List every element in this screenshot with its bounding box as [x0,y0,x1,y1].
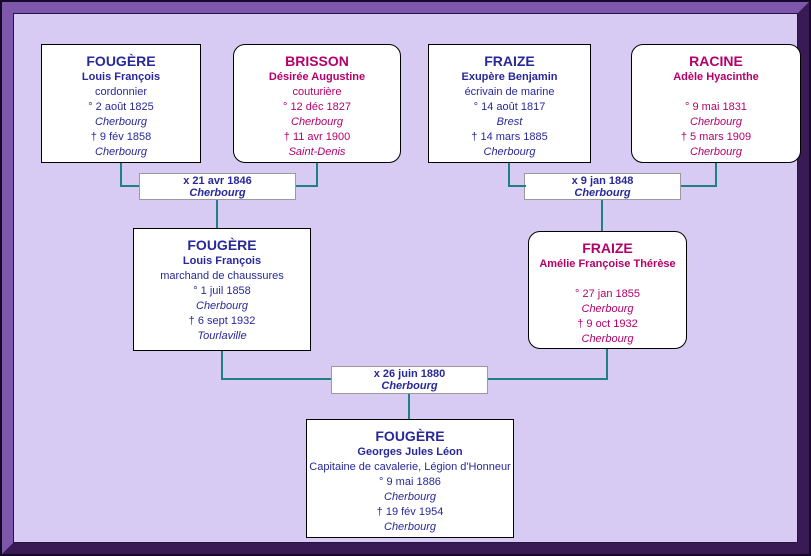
person-death-date: † 6 sept 1932 [188,315,256,327]
person-surname: FOUGÈRE [187,237,257,253]
connector-line [408,394,410,419]
marriage-date: x 21 avr 1846 [183,175,252,187]
person-surname: FRAIZE [484,53,535,69]
connector-line [221,378,331,380]
person-birth-place: Cherbourg [196,300,248,312]
connector-line [120,185,139,187]
person-death-date: † 9 oct 1932 [577,318,638,330]
person-given-names: Louis François [81,71,161,83]
person-occupation [632,85,800,100]
person-surname: BRISSON [285,53,349,69]
connector-line [508,163,510,187]
person-given-names: Exupère Benjamin [461,71,558,83]
person-death-place: Cherbourg [581,333,634,345]
connector-line [488,378,608,380]
person-birth-place: Cherbourg [690,116,742,128]
person-birth-place: Cherbourg [581,303,634,315]
person-occupation: écrivain de marine [464,86,555,98]
connector-line [508,185,526,187]
person-death-place: Saint-Denis [288,146,346,158]
person-death-date: † 11 avr 1900 [283,131,351,143]
person-box-fraize-amelie-francoise-therese[interactable]: FRAIZE Amélie Françoise Thérèse ° 27 jan… [528,231,687,349]
person-death-date: † 5 mars 1909 [680,131,752,143]
marriage-box-1846[interactable]: x 21 avr 1846 Cherbourg [139,173,296,200]
person-death-place: Cherbourg [384,521,436,533]
marriage-box-1848[interactable]: x 9 jan 1848 Cherbourg [524,173,681,200]
person-box-brisson-desiree-augustine[interactable]: BRISSON Désirée Augustine couturière ° 1… [233,44,401,163]
person-birth-date: ° 27 jan 1855 [575,288,640,300]
person-surname: FRAIZE [582,240,633,256]
person-birth-date: ° 9 mai 1831 [685,101,747,113]
person-birth-place: Cherbourg [291,116,343,128]
person-death-date: † 14 mars 1885 [471,131,548,143]
person-death-place: Cherbourg [483,146,536,158]
person-box-fougere-georges-jules-leon[interactable]: FOUGÈRE Georges Jules Léon Capitaine de … [306,419,514,538]
connector-line [216,200,218,228]
person-surname: FOUGÈRE [86,53,156,69]
marriage-box-1880[interactable]: x 26 juin 1880 Cherbourg [331,366,488,394]
connector-line [316,163,318,187]
person-given-names: Louis François [182,255,262,267]
marriage-place: Cherbourg [381,380,438,392]
person-birth-place: Brest [496,116,523,128]
person-death-place: Cherbourg [690,146,742,158]
person-birth-place: Cherbourg [95,116,147,128]
person-surname: FOUGÈRE [375,428,445,444]
connector-line [296,185,318,187]
person-occupation [529,272,686,287]
person-occupation: Capitaine de cavalerie, Légion d'Honneur [309,461,511,473]
connector-line [715,163,717,187]
marriage-place: Cherbourg [189,187,246,199]
marriage-place: Cherbourg [574,187,631,199]
connector-line [120,163,122,187]
person-occupation: cordonnier [95,86,147,98]
person-birth-date: ° 12 déc 1827 [282,101,351,113]
person-occupation: couturière [292,86,342,98]
connector-line [681,185,717,187]
person-given-names: Désirée Augustine [268,71,366,83]
person-death-place: Tourlaville [197,330,247,342]
person-death-date: † 9 fév 1858 [90,131,152,143]
person-box-racine-adele-hyacinthe[interactable]: RACINE Adèle Hyacinthe ° 9 mai 1831 Cher… [631,44,801,163]
person-birth-date: ° 2 août 1825 [88,101,154,113]
person-birth-date: ° 9 mai 1886 [379,476,441,488]
person-box-fraize-exupere-benjamin[interactable]: FRAIZE Exupère Benjamin écrivain de mari… [428,44,591,163]
connector-line [601,200,603,231]
connector-line [606,349,608,380]
connector-line [221,351,223,380]
marriage-date: x 26 juin 1880 [373,368,446,380]
person-occupation: marchand de chaussures [160,270,284,282]
person-given-names: Georges Jules Léon [357,446,463,458]
tree-canvas: FOUGÈRE Louis François cordonnier ° 2 ao… [13,13,801,543]
person-given-names: Amélie Françoise Thérèse [539,258,676,270]
person-death-place: Cherbourg [95,146,147,158]
person-box-fougere-louis-francois-1825[interactable]: FOUGÈRE Louis François cordonnier ° 2 ao… [41,44,201,163]
marriage-date: x 9 jan 1848 [571,175,634,187]
person-birth-place: Cherbourg [384,491,436,503]
person-death-date: † 19 fév 1954 [376,506,444,518]
person-box-fougere-louis-francois-1858[interactable]: FOUGÈRE Louis François marchand de chaus… [133,228,311,351]
person-surname: RACINE [689,53,743,69]
person-birth-date: ° 14 août 1817 [473,101,546,113]
person-given-names: Adèle Hyacinthe [673,71,759,83]
person-birth-date: ° 1 juil 1858 [193,285,251,297]
